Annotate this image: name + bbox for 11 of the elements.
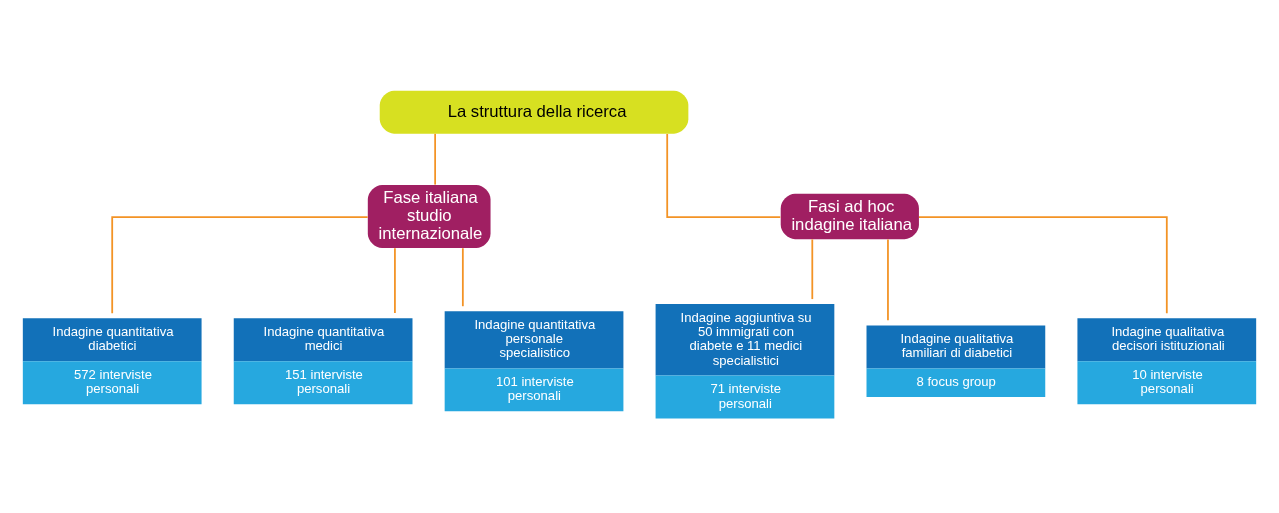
node-box: Fase italiana studio internazionale: [367, 184, 491, 248]
connector: [666, 132, 782, 218]
connector: [111, 215, 369, 314]
node-box: Fasi ad hoc indagine italiana: [780, 193, 919, 239]
connector: [918, 215, 1168, 314]
node-box: La struttura della ricerca: [379, 90, 689, 134]
connector: [434, 132, 437, 185]
connector: [887, 238, 889, 321]
connector: [394, 246, 396, 314]
connector: [811, 238, 814, 300]
connector: [461, 246, 464, 307]
